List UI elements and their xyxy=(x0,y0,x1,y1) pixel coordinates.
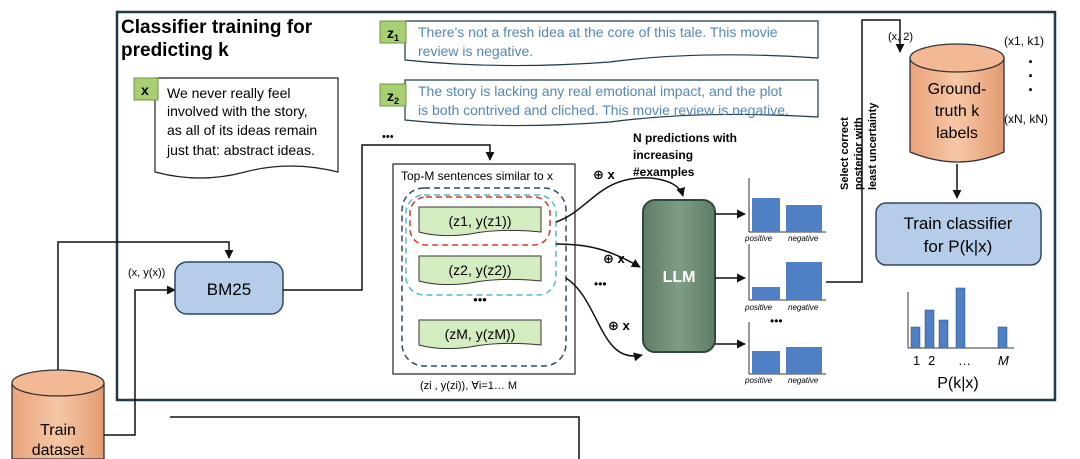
pred2-positive-bar xyxy=(752,287,780,300)
bm25-to-topm-arrow xyxy=(283,144,495,291)
x-text-2: involved with the story, xyxy=(167,103,308,119)
topm-cyan-dashed xyxy=(405,194,557,296)
diagram-title-line2: predicting k xyxy=(121,40,229,61)
topm-ellipsis: ••• xyxy=(473,292,487,307)
train-classifier-label-2: for P(k|x) xyxy=(924,237,993,256)
dataset-to-bm25-query-arrow xyxy=(57,241,234,370)
z1-tag: z1 xyxy=(387,25,399,43)
plus-x-3: ⊕ x xyxy=(608,318,631,333)
topm-outer-dashed xyxy=(401,187,567,367)
topm-to-llm-arrow-1 xyxy=(555,177,685,223)
svg-text:1: 1 xyxy=(913,353,920,368)
pred3-positive-bar xyxy=(752,351,780,374)
svg-text:(z2, y(z2)): (z2, y(z2)) xyxy=(449,262,512,278)
posterior-chart: 1 2 … M P(k|x) xyxy=(907,287,1014,392)
svg-text:negative: negative xyxy=(788,303,819,312)
x-text-4: just that: abstract ideas. xyxy=(166,142,315,158)
groundtruth-cylinder: Ground- truth k labels xyxy=(909,43,1005,163)
dataset-bottom-line xyxy=(170,416,580,459)
groundtruth-dot-3: · xyxy=(1028,80,1034,100)
pred2-negative-bar xyxy=(786,262,822,300)
groundtruth-dot-2: · xyxy=(1028,66,1034,86)
posterior-bar-2 xyxy=(924,309,935,349)
train-dataset-label-2: dataset xyxy=(32,442,85,459)
dataset-to-bm25-corpus-arrow xyxy=(104,285,176,436)
z1-text-1: There's not a fresh idea at the core of … xyxy=(418,24,778,40)
n-predictions-line1: N predictions with xyxy=(633,131,737,145)
x-tag: x xyxy=(141,82,149,98)
llm-label: LLM xyxy=(663,269,696,286)
diagram-title-line1: Classifier training for xyxy=(121,17,313,38)
pred1-negative-bar xyxy=(786,205,822,232)
topm-red-dashed xyxy=(409,196,551,246)
posterior-bar-1 xyxy=(910,326,921,349)
train-dataset-label-1: Train xyxy=(40,422,76,439)
svg-text:(zM, y(zM)): (zM, y(zM)) xyxy=(445,326,516,342)
posterior-caption: P(k|x) xyxy=(937,375,978,392)
z1-example-card: z1 There's not a fresh idea at the core … xyxy=(379,20,819,67)
z2-text-1: The story is lacking any real emotional … xyxy=(418,83,782,99)
groundtruth-top-label: (x1, k1) xyxy=(1004,34,1044,48)
pred1-positive-bar xyxy=(752,198,780,232)
bm25-input-label: (x, y(x)) xyxy=(128,267,165,279)
svg-text:negative: negative xyxy=(788,376,819,385)
bm25-dots: ••• xyxy=(382,131,394,143)
prediction-chart-1: positive negative xyxy=(744,178,826,243)
posterior-bar-3 xyxy=(938,319,949,349)
posterior-bar-4 xyxy=(955,287,966,349)
svg-text:M: M xyxy=(998,353,1009,368)
select-to-groundtruth-arrow xyxy=(826,19,905,283)
topm-header: Top-M sentences similar to x xyxy=(401,169,553,183)
groundtruth-dot-1: · xyxy=(1028,52,1034,72)
bm25-box xyxy=(174,261,284,315)
n-predictions-line3: #examples xyxy=(633,165,695,179)
train-classifier-label-1: Train classifier xyxy=(904,214,1013,233)
topm-to-llm-arrow-3 xyxy=(565,277,643,362)
bm25-label: BM25 xyxy=(207,280,251,299)
z2-text-2: is both contrived and cliched. This movi… xyxy=(418,102,789,118)
svg-text:truth k: truth k xyxy=(935,103,980,120)
svg-text:labels: labels xyxy=(936,125,978,142)
classifier-frame xyxy=(115,10,1057,402)
topm-item-m: (zM, y(zM)) xyxy=(418,319,542,350)
n-predictions-line2: increasing xyxy=(633,148,693,162)
svg-text:positive: positive xyxy=(744,303,773,312)
pred3-negative-bar xyxy=(786,347,822,374)
plus-x-1: ⊕ x xyxy=(593,167,616,182)
prediction-charts-dots: ••• xyxy=(770,314,783,328)
prediction-chart-2: positive negative xyxy=(744,244,826,312)
train-dataset-cylinder: Train dataset xyxy=(11,369,105,459)
llm-box xyxy=(642,199,716,353)
topm-item-1: (z1, y(z1)) xyxy=(418,206,542,237)
svg-text:2: 2 xyxy=(928,353,935,368)
train-classifier-box xyxy=(875,202,1042,266)
svg-text:positive: positive xyxy=(744,376,773,385)
groundtruth-bottom-label: (xN, kN) xyxy=(1004,112,1048,126)
topm-item-2: (z2, y(z2)) xyxy=(418,255,542,286)
z2-tag: z2 xyxy=(387,88,399,106)
z2-example-card: z2 The story is lacking any real emotion… xyxy=(379,79,819,127)
x-text-1: We never really feel xyxy=(167,85,290,101)
svg-text:positive: positive xyxy=(744,234,773,243)
groundtruth-input-label: (x, 2) xyxy=(888,31,913,43)
svg-text:negative: negative xyxy=(788,234,819,243)
plus-x-2: ⊕ x xyxy=(603,251,626,266)
llm-input-dots: ••• xyxy=(594,277,607,291)
x-text-3: as all of its ideas remain xyxy=(167,122,317,138)
prediction-chart-3: positive negative xyxy=(744,322,826,385)
svg-text:(z1, y(z1)): (z1, y(z1)) xyxy=(449,213,512,229)
svg-text:…: … xyxy=(958,353,971,368)
topm-to-llm-arrow-2 xyxy=(555,243,641,268)
svg-text:Ground-: Ground- xyxy=(928,81,987,98)
topm-footer: (zi , y(zi)), ∀i=1… M xyxy=(420,380,517,392)
select-label: Select correct posterior with least unce… xyxy=(839,102,879,190)
z1-text-2: review is negative. xyxy=(418,43,533,59)
x-example-card: x We never really feel involved with the… xyxy=(133,77,339,179)
posterior-bar-m xyxy=(997,326,1008,349)
